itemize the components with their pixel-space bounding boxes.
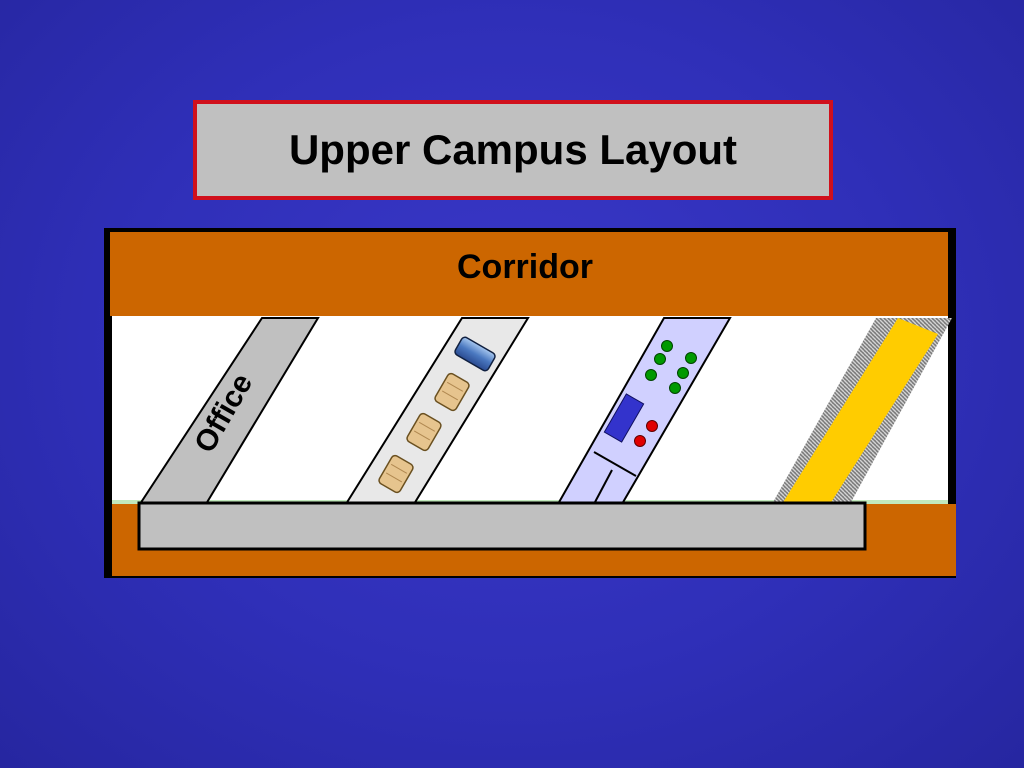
storage-crate-icon	[434, 372, 470, 412]
control-button-icon	[454, 336, 496, 372]
screen-icon	[603, 393, 645, 443]
indicator-green-icon	[645, 369, 657, 381]
corridor	[110, 232, 948, 316]
stage-room	[782, 318, 938, 504]
indicator-red-icon	[634, 435, 646, 447]
indicator-green-icon	[669, 382, 681, 394]
corridor-label: Corridor	[457, 248, 593, 286]
indicator-green-icon	[661, 340, 673, 352]
walkway-bar	[137, 501, 867, 551]
lab-partition	[593, 469, 613, 505]
storage-crate-icon	[378, 454, 414, 494]
lab-partition	[593, 451, 637, 477]
storage-crate-icon	[406, 412, 442, 452]
indicator-green-icon	[685, 352, 697, 364]
title-box: Upper Campus Layout	[193, 100, 833, 200]
indicator-green-icon	[654, 353, 666, 365]
page-title: Upper Campus Layout	[288, 126, 738, 173]
indicator-green-icon	[677, 367, 689, 379]
indicator-red-icon	[646, 420, 658, 432]
